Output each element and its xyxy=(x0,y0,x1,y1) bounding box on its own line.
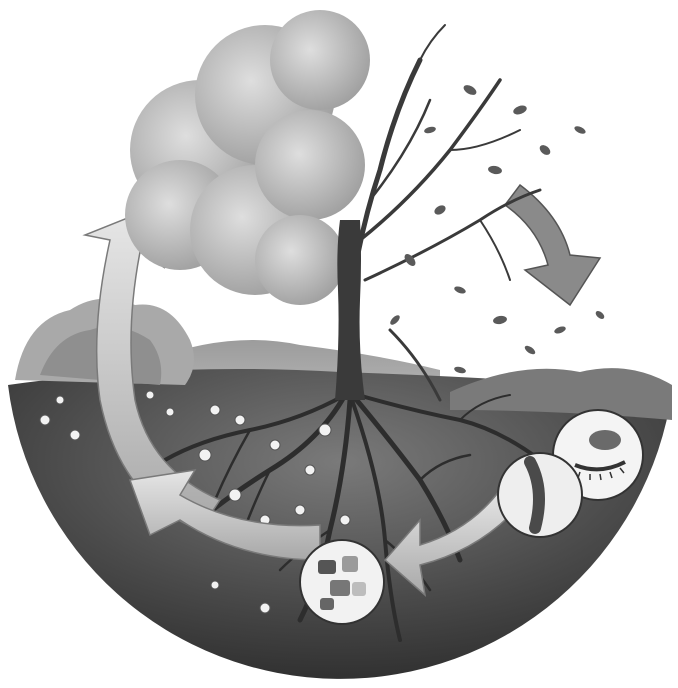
bare-branches xyxy=(350,25,540,400)
falling-leaves xyxy=(389,83,606,374)
tree-trunk xyxy=(335,220,365,400)
tree-canopy xyxy=(125,10,370,305)
nutrient-inset-minerals xyxy=(300,540,384,624)
cycle-arrow-upper-right xyxy=(505,185,600,305)
decomposer-inset-worm xyxy=(498,453,582,537)
